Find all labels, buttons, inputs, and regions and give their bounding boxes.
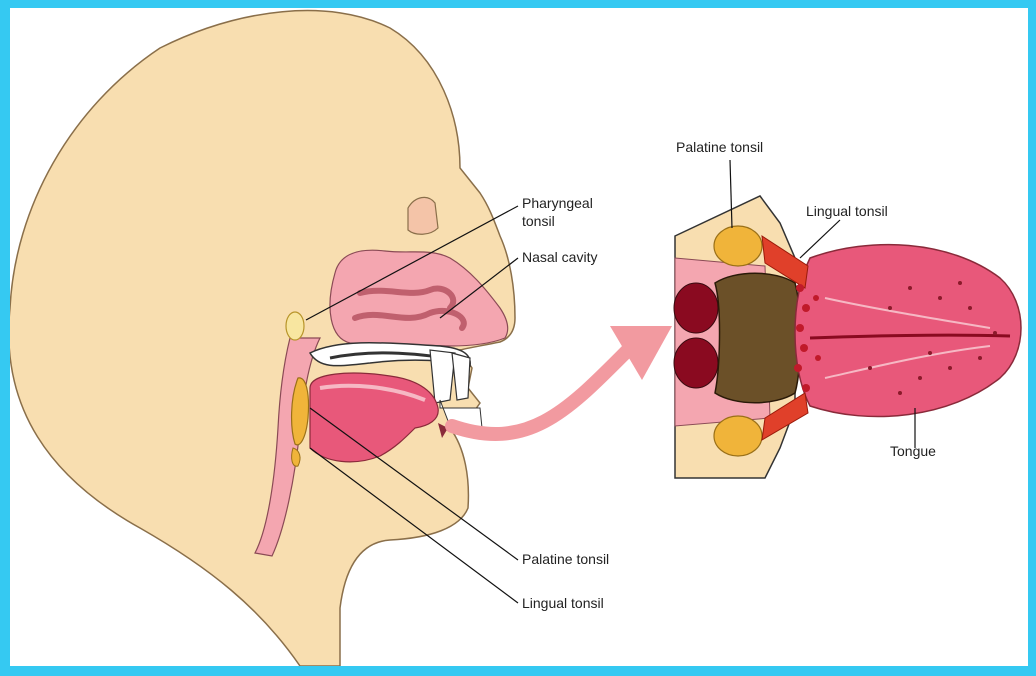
label-nasal-cavity: Nasal cavity — [522, 249, 597, 265]
label-detail-palatine-tonsil: Palatine tonsil — [676, 139, 763, 155]
airway-lower — [674, 338, 718, 388]
detail-palatine-tonsil-upper — [714, 226, 762, 266]
airway-upper — [674, 283, 718, 333]
label-detail-lingual-tonsil: Lingual tonsil — [806, 203, 888, 219]
label-pharyngeal-tonsil-line1: Pharyngeal — [522, 195, 593, 211]
tonsils-diagram: Pharyngeal tonsil Nasal cavity Palatine … — [10, 8, 1028, 666]
epiglottis-cobbled — [715, 273, 800, 403]
label-lingual-tonsil: Lingual tonsil — [522, 595, 604, 611]
diagram-frame: Pharyngeal tonsil Nasal cavity Palatine … — [10, 8, 1028, 666]
label-pharyngeal-tonsil-line2: tonsil — [522, 213, 555, 229]
detail-palatine-tonsil-lower — [714, 416, 762, 456]
detail-view — [674, 196, 1021, 478]
label-detail-tongue: Tongue — [890, 443, 936, 459]
detail-tongue — [795, 245, 1021, 417]
pharyngeal-tonsil-shape — [286, 312, 304, 340]
label-palatine-tonsil: Palatine tonsil — [522, 551, 609, 567]
